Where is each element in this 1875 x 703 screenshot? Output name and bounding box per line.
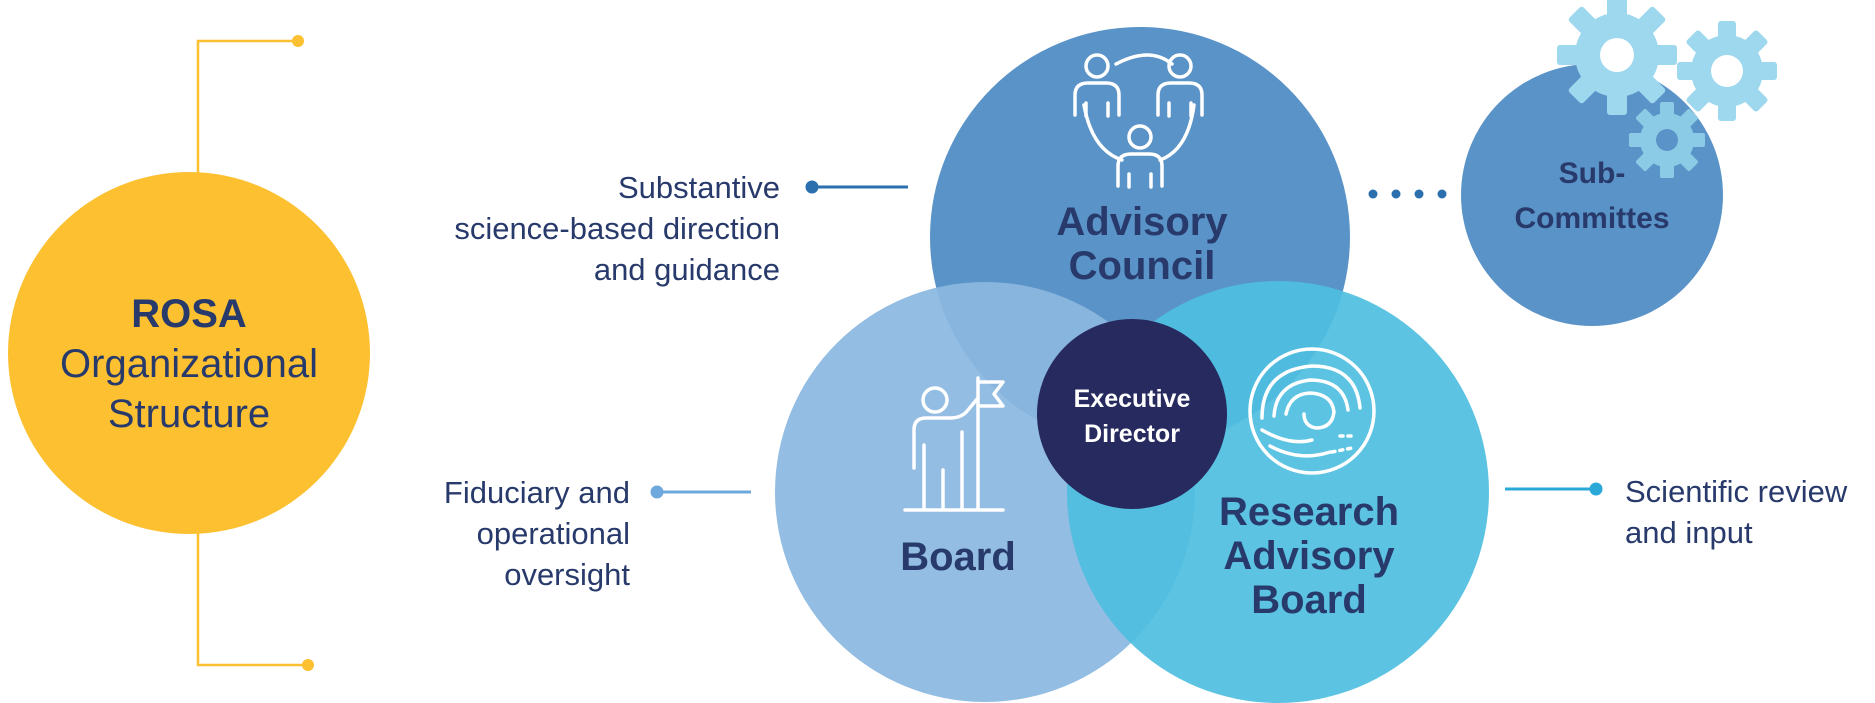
gears-icon: [1557, 0, 1777, 178]
board-description-line2: operational: [476, 516, 630, 551]
research-advisory-board-label-line2: Advisory: [1223, 534, 1395, 578]
advisory-description-line2: science-based direction: [454, 211, 780, 246]
subcommittees-label-line1: Sub-: [1558, 157, 1626, 190]
rosa-title-line3: Structure: [107, 392, 271, 436]
research-description-line2: and input: [1625, 515, 1753, 550]
advisory-council-label-line2: Council: [1068, 244, 1216, 288]
board-description-line1: Fiduciary and: [443, 475, 630, 510]
advisory-description-line1: Substantive: [618, 170, 780, 205]
rosa-circle: [8, 172, 370, 534]
bracket-dot-top: [292, 35, 304, 47]
research-advisory-board-label-line3: Board: [1251, 578, 1367, 622]
rosa-title-bold: ROSA: [131, 292, 247, 336]
research-advisory-board-label-line1: Research: [1218, 490, 1400, 534]
bracket-dot-bottom: [302, 659, 314, 671]
people-network-icon: [1073, 53, 1204, 189]
person-flag-icon: [903, 376, 1005, 512]
rosa-bracket: [196, 39, 308, 667]
subcommittees-label-line2: Committes: [1514, 202, 1670, 235]
research-description-line1: Scientific review: [1625, 474, 1848, 509]
subcommittee-dots: [1368, 189, 1447, 199]
subcommittees-circle: [1461, 64, 1723, 326]
advisory-council-label-line1: Advisory: [1056, 200, 1228, 244]
advisory-description-line3: and guidance: [593, 252, 780, 287]
advisory-connector: [805, 180, 908, 194]
board-connector: [650, 485, 751, 499]
research-connector: [1505, 482, 1603, 496]
wave-seal-icon: [1248, 347, 1376, 475]
executive-director-label-line1: Executive: [1073, 385, 1191, 413]
board-label: Board: [900, 535, 1016, 579]
board-description-line3: oversight: [504, 557, 630, 592]
rosa-title-line2: Organizational: [60, 342, 318, 386]
executive-director-label-line2: Director: [1084, 420, 1180, 448]
executive-director-circle: [1037, 319, 1227, 509]
